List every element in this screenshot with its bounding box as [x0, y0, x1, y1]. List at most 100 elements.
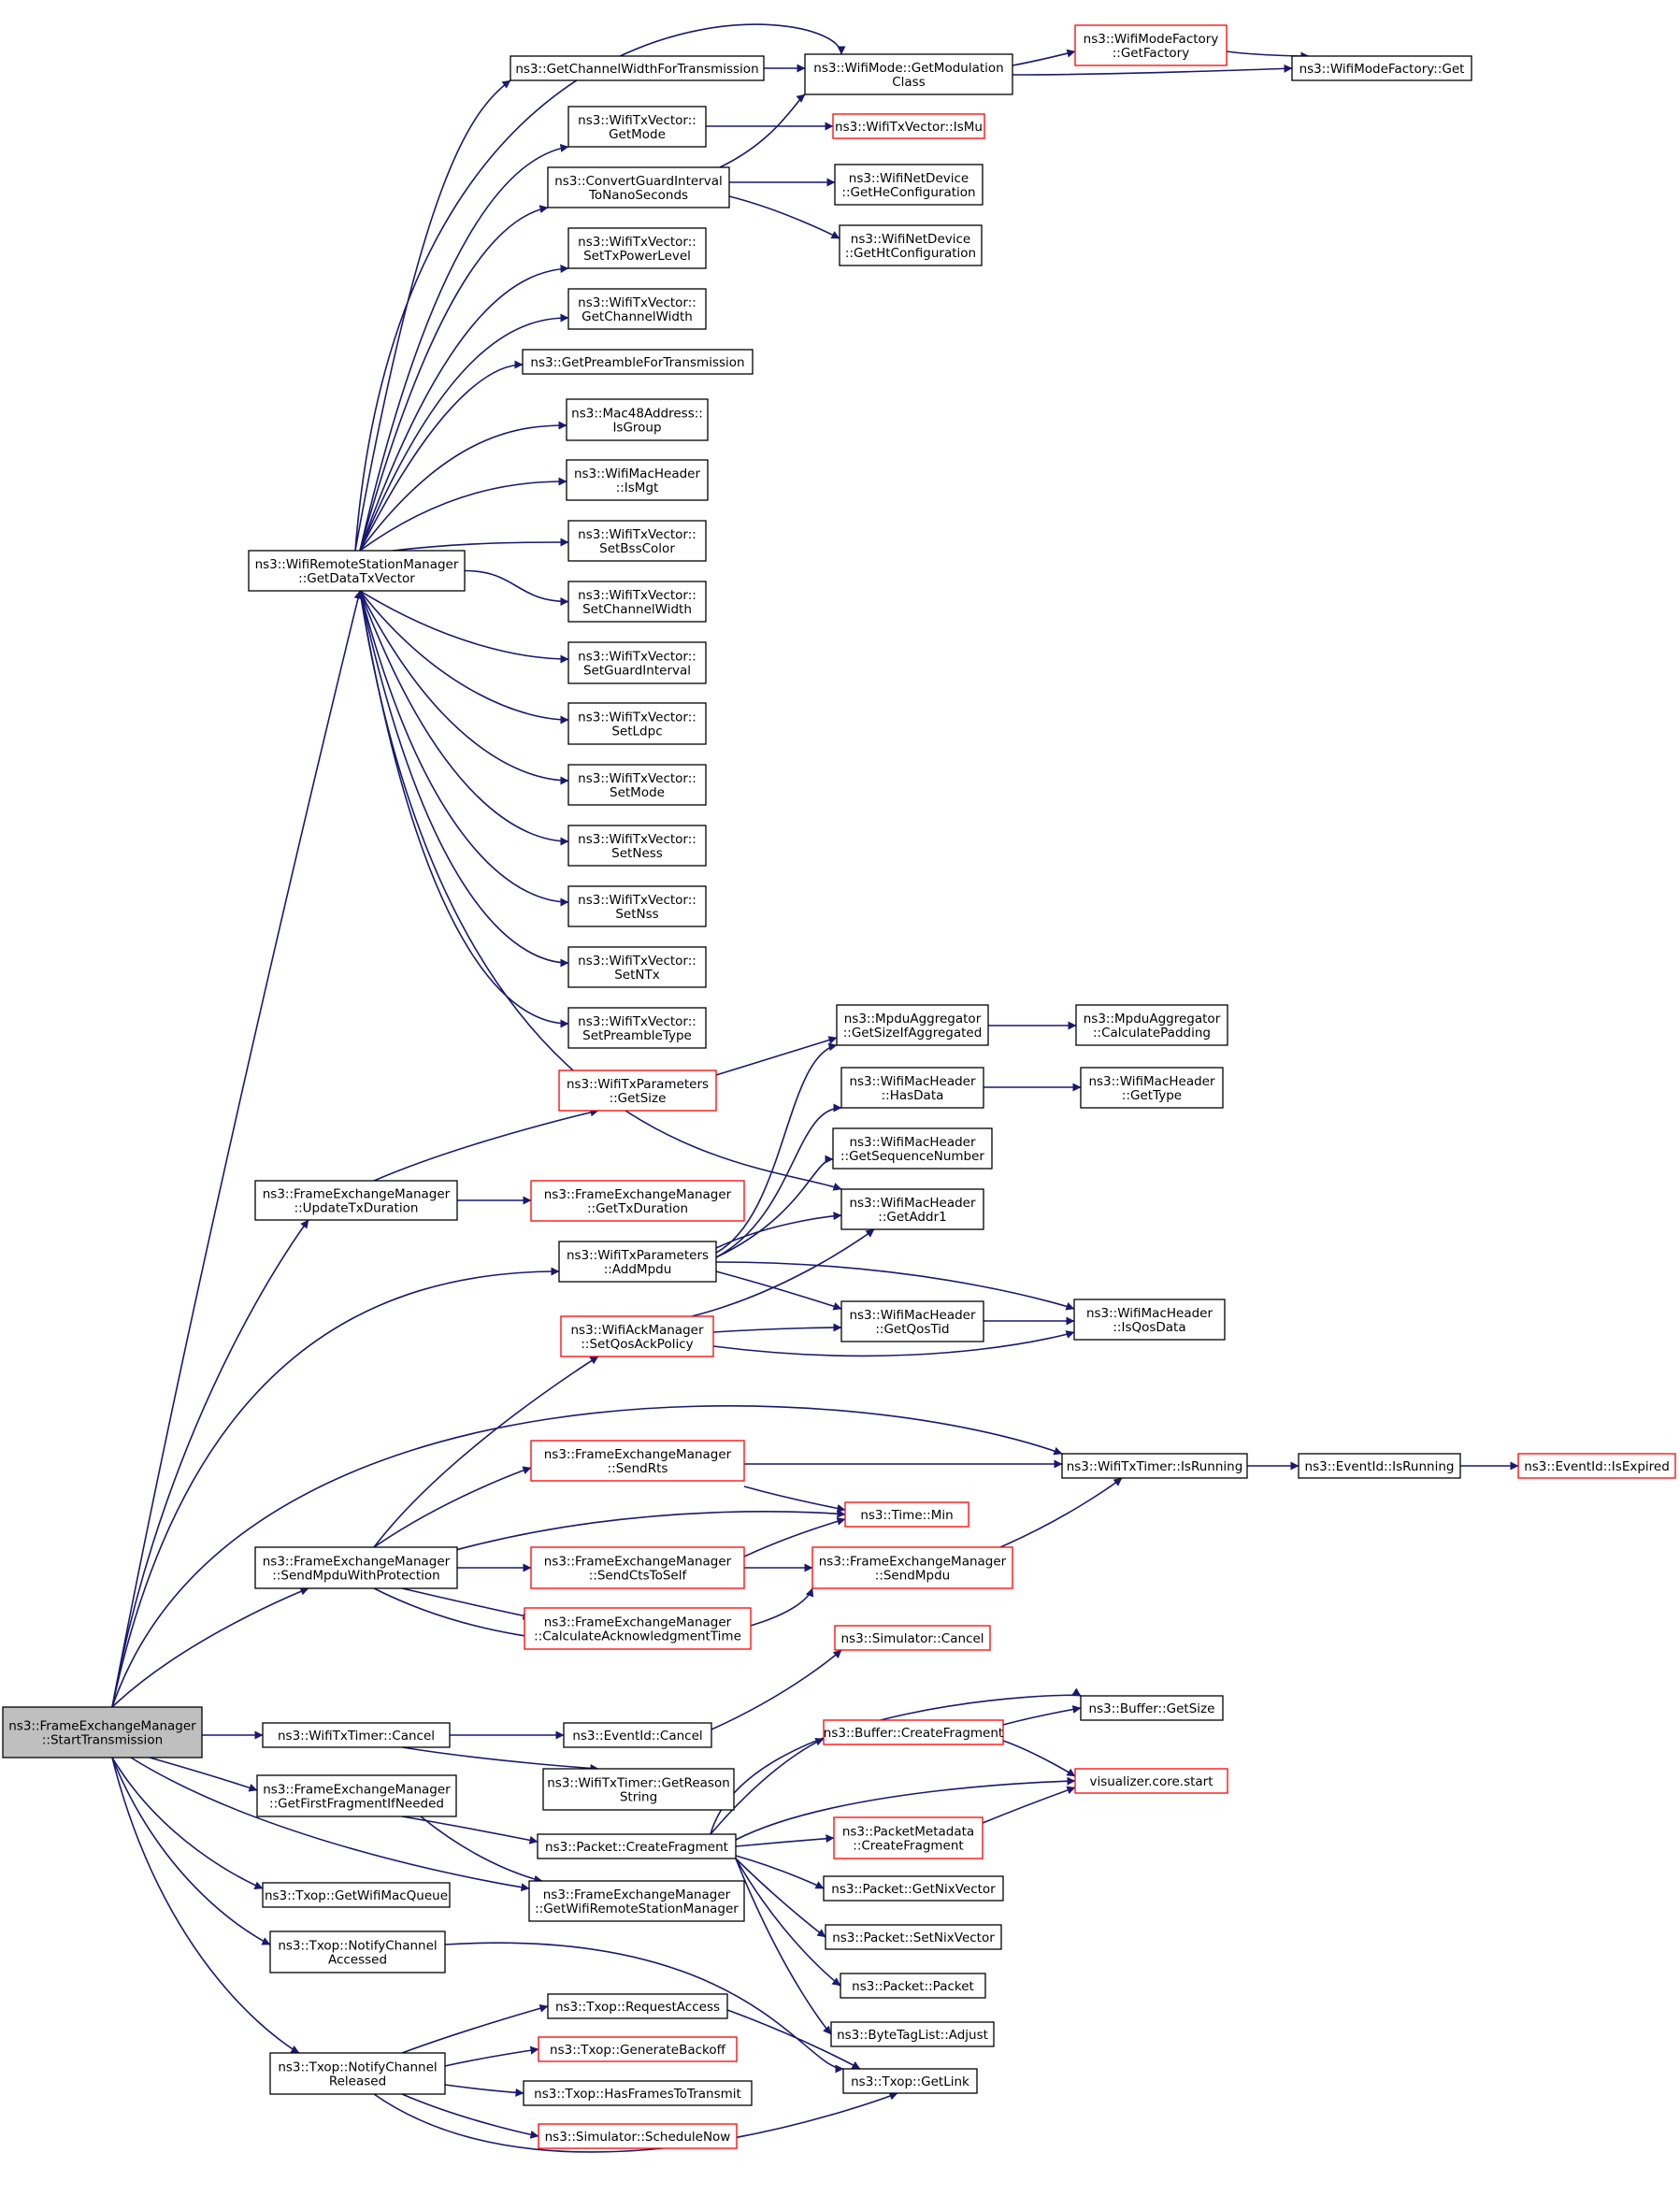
node-label: ns3::Simulator::Cancel: [840, 1631, 984, 1646]
node-label: ::AddMpdu: [604, 1262, 672, 1277]
node-ismu[interactable]: ns3::WifiTxVector::IsMu: [832, 113, 985, 139]
node-box: [558, 1241, 717, 1283]
node-label: ::GetType: [1122, 1088, 1182, 1103]
node-sendmpdu[interactable]: ns3::FrameExchangeManager::SendMpdu: [811, 1546, 1013, 1589]
node-vcs[interactable]: visualizer.core.start: [1074, 1768, 1228, 1794]
node-sntx[interactable]: ns3::WifiTxVector::SetNTx: [567, 946, 707, 988]
node-gcwft[interactable]: ns3::GetChannelWidthForTransmission: [510, 55, 765, 81]
node-gnv[interactable]: ns3::Packet::GetNixVector: [823, 1875, 1004, 1902]
node-ghec[interactable]: ns3::WifiNetDevice::GetHeConfiguration: [834, 164, 984, 206]
node-ismgt[interactable]: ns3::WifiMacHeader::IsMgt: [566, 459, 709, 501]
node-addmpdu[interactable]: ns3::WifiTxParameters::AddMpdu: [558, 1241, 717, 1283]
node-wmfg[interactable]: ns3::WifiModeFactory::Get: [1291, 55, 1472, 81]
node-cpad[interactable]: ns3::MpduAggregator::CalculatePadding: [1075, 1004, 1228, 1046]
node-sgi[interactable]: ns3::WifiTxVector::SetGuardInterval: [567, 641, 707, 684]
node-label: ns3::EventId::IsExpired: [1524, 1459, 1670, 1474]
node-label: SetNTx: [614, 968, 660, 983]
node-label: ns3::WifiTxParameters: [567, 1077, 709, 1092]
node-gqt[interactable]: ns3::WifiMacHeader::GetQosTid: [840, 1300, 984, 1342]
node-scancel[interactable]: ns3::Simulator::Cancel: [834, 1625, 991, 1651]
node-box: [254, 1180, 458, 1221]
call-edges: [111, 23, 1519, 2153]
node-gsn[interactable]: ns3::WifiMacHeader::GetSequenceNumber: [832, 1127, 993, 1170]
node-spt[interactable]: ns3::WifiTxVector::SetPreambleType: [567, 1007, 707, 1049]
node-box: [840, 1300, 984, 1342]
node-ra[interactable]: ns3::Txop::RequestAccess: [547, 1993, 728, 2019]
node-label: ns3::FrameExchangeManager: [544, 1555, 732, 1570]
node-box: [567, 946, 707, 988]
node-gb[interactable]: ns3::Txop::GenerateBackoff: [538, 2036, 738, 2062]
edge-root-addmpdu: [111, 1267, 560, 1708]
node-wtir[interactable]: ns3::WifiTxTimer::IsRunning: [1061, 1453, 1248, 1479]
node-label: ns3::FrameExchangeManager: [8, 1719, 196, 1734]
node-sbss[interactable]: ns3::WifiTxVector::SetBssColor: [567, 520, 707, 562]
node-sn[interactable]: ns3::Simulator::ScheduleNow: [538, 2123, 738, 2149]
edge-smwp-sqap: [373, 1356, 599, 1548]
node-snv[interactable]: ns3::Packet::SetNixVector: [825, 1924, 1002, 1950]
node-box: [567, 1007, 707, 1049]
node-tvgm[interactable]: ns3::WifiTxVector::GetMode: [567, 106, 707, 148]
node-gcw[interactable]: ns3::WifiTxVector::GetChannelWidth: [567, 288, 707, 330]
node-pmcf[interactable]: ns3::PacketMetadata::CreateFragment: [833, 1816, 984, 1859]
node-ecancel[interactable]: ns3::EventId::Cancel: [563, 1722, 712, 1748]
node-box: [1080, 1695, 1224, 1721]
node-box: [840, 1973, 986, 1999]
node-gtxd[interactable]: ns3::FrameExchangeManager::GetTxDuration: [530, 1180, 745, 1222]
node-sness[interactable]: ns3::WifiTxVector::SetNess: [567, 825, 707, 867]
node-tmin[interactable]: ns3::Time::Min: [844, 1501, 969, 1528]
node-bgs[interactable]: ns3::Buffer::GetSize: [1080, 1695, 1224, 1721]
node-scw[interactable]: ns3::WifiTxVector::SetChannelWidth: [567, 581, 707, 623]
node-wtpgs[interactable]: ns3::WifiTxParameters::GetSize: [558, 1069, 717, 1112]
node-stpl[interactable]: ns3::WifiTxVector::SetTxPowerLevel: [567, 227, 707, 269]
node-gwmq[interactable]: ns3::Txop::GetWifiMacQueue: [262, 1882, 451, 1908]
node-scts[interactable]: ns3::FrameExchangeManager::SendCtsToSelf: [530, 1546, 745, 1589]
node-gdtv[interactable]: ns3::WifiRemoteStationManager::GetDataTx…: [248, 550, 466, 592]
edge-root-gffin: [149, 1757, 258, 1792]
node-pcf[interactable]: ns3::Packet::CreateFragment: [537, 1833, 737, 1859]
node-root[interactable]: ns3::FrameExchangeManager::StartTransmis…: [2, 1706, 203, 1758]
node-eiexp[interactable]: ns3::EventId::IsExpired: [1517, 1453, 1676, 1479]
node-label: ns3::WifiTxVector::: [578, 113, 696, 128]
node-cat[interactable]: ns3::FrameExchangeManager::CalculateAckn…: [524, 1607, 752, 1650]
node-isqos[interactable]: ns3::WifiMacHeader::IsQosData: [1073, 1299, 1226, 1341]
node-utd[interactable]: ns3::FrameExchangeManager::UpdateTxDurat…: [254, 1180, 458, 1221]
node-bcf[interactable]: ns3::Buffer::CreateFragment: [823, 1719, 1004, 1745]
edge-bcf-vcs: [1002, 1740, 1076, 1777]
node-box: [567, 825, 707, 867]
node-gsia[interactable]: ns3::MpduAggregator::GetSizeIfAggregated: [836, 1004, 989, 1046]
edge-ra-glink: [726, 2009, 861, 2070]
node-hftt[interactable]: ns3::Txop::HasFramesToTransmit: [523, 2080, 753, 2106]
edge-gdtv-smode: [359, 590, 569, 785]
node-gpft[interactable]: ns3::GetPreambleForTransmission: [522, 349, 754, 375]
node-sqap[interactable]: ns3::WifiAckManager::SetQosAckPolicy: [560, 1315, 714, 1357]
node-hasdata[interactable]: ns3::WifiMacHeader::HasData: [840, 1067, 984, 1109]
node-btla[interactable]: ns3::ByteTagList::Adjust: [830, 2021, 995, 2047]
node-label: ns3::WifiModeFactory::Get: [1299, 62, 1465, 77]
node-ga1[interactable]: ns3::WifiMacHeader::GetAddr1: [840, 1188, 984, 1230]
node-sldpc[interactable]: ns3::WifiTxVector::SetLdpc: [567, 702, 707, 745]
node-wtcancel[interactable]: ns3::WifiTxTimer::Cancel: [262, 1722, 451, 1748]
node-smode[interactable]: ns3::WifiTxVector::SetMode: [567, 764, 707, 806]
edge-gdtv-sbss: [392, 538, 569, 552]
node-gtype[interactable]: ns3::WifiMacHeader::GetType: [1080, 1067, 1224, 1109]
node-box: [530, 1440, 745, 1482]
node-isg[interactable]: ns3::Mac48Address::IsGroup: [566, 398, 709, 441]
node-ghtc[interactable]: ns3::WifiNetDevice::GetHtConfiguration: [839, 224, 983, 266]
node-box: [839, 224, 983, 266]
node-snss[interactable]: ns3::WifiTxVector::SetNss: [567, 885, 707, 927]
node-gwrsm[interactable]: ns3::FrameExchangeManager::GetWifiRemote…: [528, 1880, 745, 1922]
node-pp[interactable]: ns3::Packet::Packet: [840, 1973, 986, 1999]
node-eir[interactable]: ns3::EventId::IsRunning: [1298, 1453, 1461, 1479]
node-smwp[interactable]: ns3::FrameExchangeManager::SendMpduWithP…: [254, 1546, 458, 1589]
node-wmfgf[interactable]: ns3::WifiModeFactory::GetFactory: [1074, 24, 1228, 66]
node-glink[interactable]: ns3::Txop::GetLink: [842, 2068, 978, 2094]
node-gffin[interactable]: ns3::FrameExchangeManager::GetFirstFragm…: [256, 1774, 457, 1817]
node-label: ns3::ByteTagList::Adjust: [837, 2028, 988, 2043]
node-sendrts[interactable]: ns3::FrameExchangeManager::SendRts: [530, 1440, 745, 1482]
